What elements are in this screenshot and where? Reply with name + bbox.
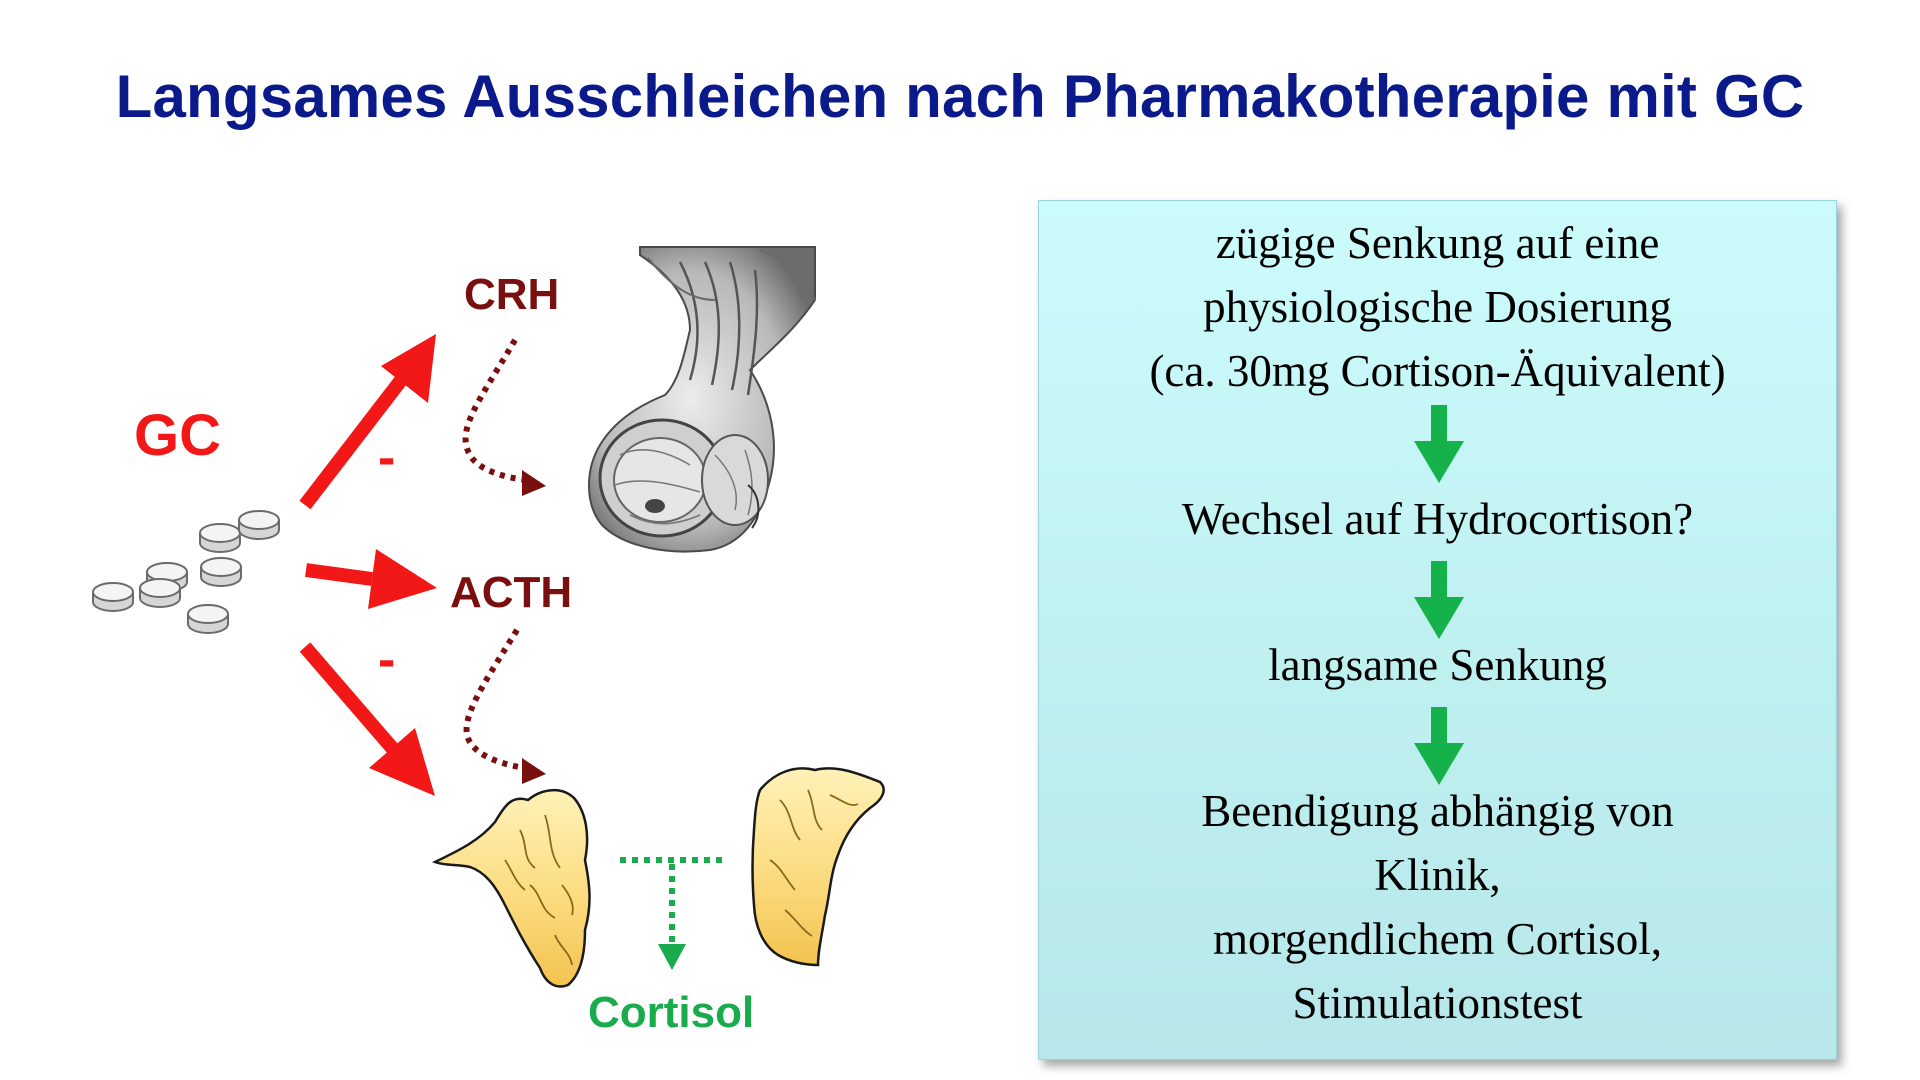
tablet-icon xyxy=(92,582,134,612)
inhibition-sign-acth: - xyxy=(378,631,396,689)
step-line: Beendigung abhängig von xyxy=(1201,786,1674,836)
diagram-graphics xyxy=(92,246,885,988)
down-arrow-icon xyxy=(1414,707,1464,785)
step-rapid-reduction: zügige Senkung auf eine physiologische D… xyxy=(1039,211,1836,403)
acth-arrow-head-icon xyxy=(522,758,546,784)
tablets-icon xyxy=(92,510,280,634)
gc-label: GC xyxy=(134,403,221,468)
arrow-to-acth-icon xyxy=(305,549,437,609)
step-switch-hydrocortisone: Wechsel auf Hydrocortison? xyxy=(1039,487,1836,551)
hormone-flow-arrows xyxy=(462,338,546,784)
cortisol-label: Cortisol xyxy=(588,988,755,1037)
down-arrow-icon xyxy=(1414,405,1464,483)
acth-label: ACTH xyxy=(450,568,573,617)
down-arrow-icon xyxy=(1414,561,1464,639)
step-line: Klinik, xyxy=(1374,850,1501,900)
crh-label: CRH xyxy=(464,270,560,319)
step-line: langsame Senkung xyxy=(1268,640,1607,690)
crh-arrow-head-icon xyxy=(522,470,546,496)
gc-inhibition-arrows xyxy=(299,334,437,796)
step-line: Stimulationstest xyxy=(1292,978,1583,1028)
left-adrenal-gland-icon xyxy=(431,789,591,988)
tablet-icon xyxy=(187,604,229,634)
step-line: morgendlichem Cortisol, xyxy=(1212,914,1663,964)
tablet-icon xyxy=(238,510,280,540)
arrow-to-adrenal-icon xyxy=(299,642,435,796)
tablet-icon xyxy=(199,523,241,553)
step-line: physiologische Dosierung xyxy=(1203,282,1672,332)
hpa-axis-diagram: GC CRH ACTH Cortisol - - xyxy=(92,246,885,1037)
step-termination-criteria: Beendigung abhängig von Klinik, morgendl… xyxy=(1039,779,1836,1035)
inhibition-sign-crh: - xyxy=(378,429,396,487)
tablet-icon xyxy=(200,557,242,587)
arrow-to-crh-icon xyxy=(299,334,436,510)
pituitary-gland-icon xyxy=(588,246,816,553)
step-slow-reduction: langsame Senkung xyxy=(1039,633,1836,697)
tapering-steps-box: zügige Senkung auf eine physiologische D… xyxy=(1038,200,1837,1060)
step-line: zügige Senkung auf eine xyxy=(1215,218,1660,268)
slide-title: Langsames Ausschleichen nach Pharmakothe… xyxy=(115,63,1805,130)
crh-to-pituitary-arrow-icon xyxy=(462,338,529,483)
step-line: Wechsel auf Hydrocortison? xyxy=(1181,494,1694,544)
step-line: (ca. 30mg Cortison-Äquivalent) xyxy=(1149,346,1726,396)
cortisol-release-arrow-icon xyxy=(620,857,728,970)
tablet-icon xyxy=(139,578,181,608)
acth-to-adrenal-arrow-icon xyxy=(463,628,526,771)
right-adrenal-gland-icon xyxy=(751,767,885,967)
